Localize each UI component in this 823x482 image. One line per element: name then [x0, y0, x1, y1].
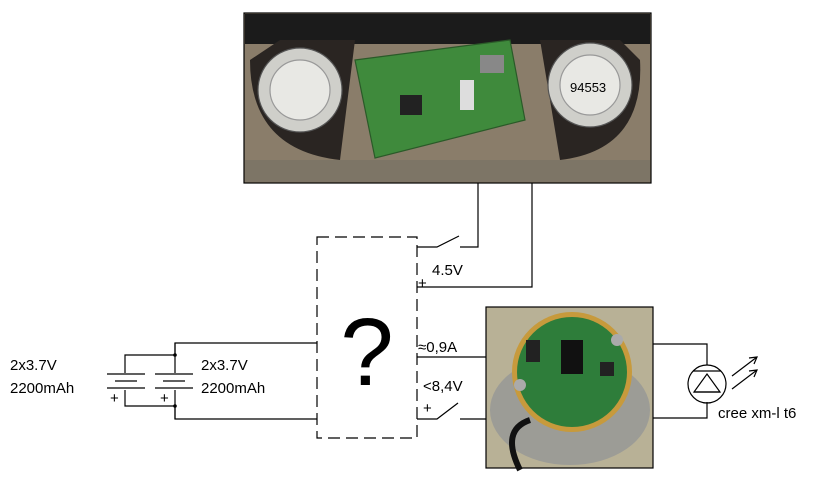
- battery-voltage-label: 2x3.7V: [10, 357, 57, 374]
- led-label: cree xm-l t6: [718, 405, 796, 422]
- battery-capacity-label: 2200mAh: [201, 380, 265, 397]
- plus-sign: +: [110, 390, 119, 407]
- driver-wires: [417, 356, 486, 420]
- led-symbol: [653, 343, 758, 419]
- led-voltage-label: <8,4V: [423, 378, 463, 395]
- battery-capacity-label: 2200mAh: [10, 380, 74, 397]
- plus-sign: +: [418, 275, 427, 292]
- plus-sign: +: [423, 400, 432, 417]
- battery-voltage-label: 2x3.7V: [201, 357, 248, 374]
- led-current-label: ≈0,9A: [418, 339, 457, 356]
- speaker-board-photo: 94553: [243, 12, 652, 184]
- battery-pack: [107, 342, 317, 420]
- unknown-module-box: [316, 236, 418, 439]
- led-driver-photo: [485, 306, 654, 472]
- speaker-label: 94553: [570, 80, 606, 95]
- plus-sign: +: [160, 390, 169, 407]
- speaker-voltage-label: 4.5V: [432, 262, 463, 279]
- speaker-power-wires: [417, 183, 533, 288]
- unknown-module-symbol: ?: [340, 299, 393, 406]
